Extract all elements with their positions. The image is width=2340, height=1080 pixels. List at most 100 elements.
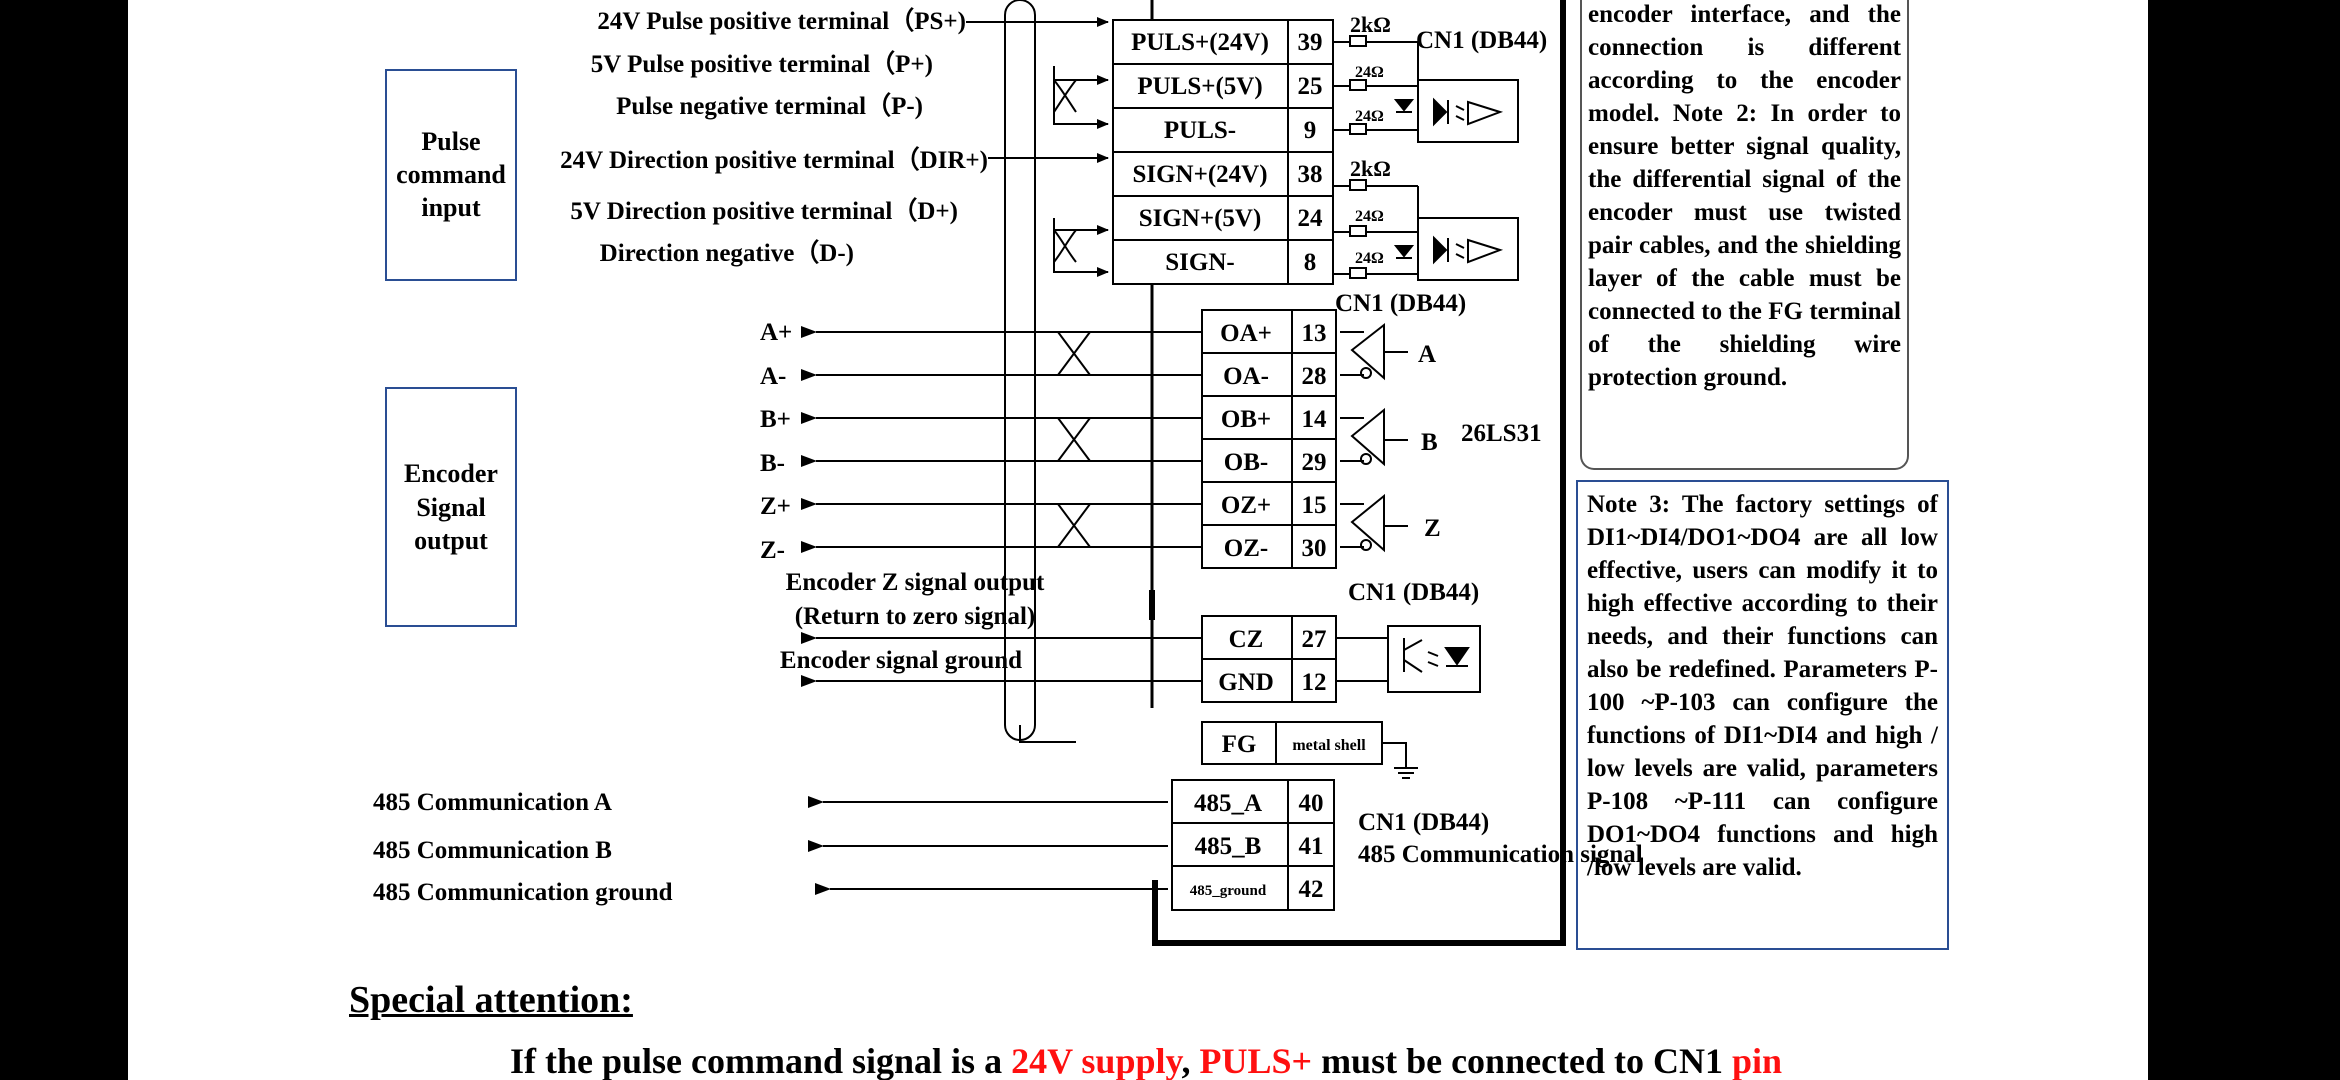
enc-z-plus-label: Z+ (760, 493, 791, 520)
pulse-wires (966, 17, 1109, 277)
pin-13: 13 (1302, 320, 1327, 347)
enc-z-minus-label: Z- (760, 537, 785, 564)
p-minus-label: Pulse negative terminal（P-) (616, 91, 923, 120)
dir-plus-label: 24V Direction positive terminal（DIR+) (560, 145, 988, 174)
attn-text-2: , (1181, 1041, 1200, 1080)
pulse-box-line-3: input (421, 193, 481, 222)
attn-highlight-puls: PULS+ (1199, 1041, 1313, 1080)
pin-name-puls-minus: PULS- (1164, 117, 1236, 144)
resistor-2k-label-2: 2kΩ (1350, 156, 1391, 181)
pin-name-gnd: GND (1218, 669, 1274, 696)
encoder-wires (801, 326, 1202, 553)
note-3-text: Note 3: The factory settings of DI1~DI4/… (1576, 480, 1949, 950)
signal-ground-label: Encoder signal ground (780, 647, 1022, 674)
special-attention-heading: Special attention: (349, 979, 633, 1021)
z-output-label-1: Encoder Z signal output (786, 569, 1045, 596)
encoder-box-line-3: output (414, 526, 488, 555)
pin-14: 14 (1302, 406, 1328, 433)
attn-highlight-pin: pin (1732, 1041, 1783, 1080)
comm-485-wires (808, 796, 1168, 895)
pin-28: 28 (1302, 363, 1327, 390)
ground-icon (1382, 742, 1418, 779)
resistor-24-label-4: 24Ω (1355, 250, 1384, 267)
pin-25: 25 (1298, 73, 1323, 100)
pin-name-sign-5v: SIGN+(5V) (1139, 205, 1262, 232)
comm-485-a-label: 485 Communication A (373, 789, 612, 816)
comm-485-ground-label: 485 Communication ground (373, 879, 673, 906)
z-output-label-2: (Return to zero signal) (795, 603, 1035, 630)
z-optocoupler-symbol (1336, 625, 1481, 693)
pin-27: 27 (1302, 626, 1327, 653)
pin-15: 15 (1302, 492, 1327, 519)
p-plus-label: 5V Pulse positive terminal（P+) (591, 49, 933, 78)
pin-29: 29 (1302, 449, 1327, 476)
d-plus-label: 5V Direction positive terminal（D+) (570, 196, 958, 225)
pin-metal-shell: metal shell (1292, 737, 1366, 754)
pin-42: 42 (1299, 876, 1324, 903)
pin-39: 39 (1298, 29, 1323, 56)
pin-41: 41 (1299, 833, 1324, 860)
pin-name-ob-minus: OB- (1224, 449, 1268, 476)
pin-name-sign-24v: SIGN+(24V) (1132, 161, 1267, 188)
pulse-box-line-2: command (396, 160, 506, 189)
shield-to-fg-wire (1019, 725, 1076, 743)
pin-40: 40 (1299, 790, 1324, 817)
pulse-input-box (385, 69, 517, 281)
pin-8: 8 (1304, 249, 1317, 276)
pin-12: 12 (1302, 669, 1327, 696)
cn1-label-485: CN1 (DB44) (1358, 809, 1489, 836)
pin-name-puls-24v: PULS+(24V) (1131, 29, 1269, 56)
resistor-2k-label-1: 2kΩ (1350, 12, 1391, 37)
pin-30: 30 (1302, 535, 1327, 562)
z-wires (801, 632, 1202, 687)
pulse-pin-table: PULS+(24V) 39 PULS+(5V) 25 PULS- 9 SIGN+… (1112, 19, 1334, 285)
wiring-diagram: Pulse command input 24V Pulse positive t… (373, 0, 1643, 946)
resistor-24-label-1: 24Ω (1355, 64, 1384, 81)
comm-485-pin-table: 485_A 40 485_B 41 485_ground 42 (1171, 779, 1335, 911)
pin-name-puls-5v: PULS+(5V) (1137, 73, 1262, 100)
cn1-485-frame (1152, 0, 1566, 946)
driver-channel-z: Z (1424, 515, 1441, 542)
note-1-2-text: encoder interface, and the connection is… (1580, 0, 1909, 470)
pin-name-oa-plus: OA+ (1220, 320, 1272, 347)
enc-a-minus-label: A- (760, 363, 786, 390)
direction-optocoupler-circuit (1333, 179, 1519, 281)
attn-highlight-24v: 24V supply (1011, 1041, 1182, 1080)
z-pin-table: CZ 27 GND 12 (1201, 615, 1337, 703)
ps-plus-label: 24V Pulse positive terminal（PS+) (597, 6, 966, 35)
comm-485-b-label: 485 Communication B (373, 837, 612, 864)
pin-name-oz-minus: OZ- (1224, 535, 1268, 562)
cn1-label-z: CN1 (DB44) (1348, 579, 1479, 606)
pulse-box-line-1: Pulse (421, 127, 480, 156)
enc-b-plus-label: B+ (760, 406, 791, 433)
attn-text-1: If the pulse command signal is a (510, 1041, 1012, 1080)
line-driver-symbols (1340, 322, 1408, 553)
fg-shield-table: FG metal shell (1201, 721, 1383, 765)
document-page: Pulse command input 24V Pulse positive t… (128, 0, 2148, 1080)
encoder-box-line-1: Encoder (404, 459, 498, 488)
pin-name-485-b: 485_B (1195, 833, 1262, 860)
d-minus-label: Direction negative（D-) (600, 238, 854, 267)
pin-38: 38 (1298, 161, 1323, 188)
encoder-pin-table: OA+ 13 OA- 28 OB+ 14 OB- 29 OZ+ 15 OZ- 3… (1201, 309, 1337, 569)
resistor-24-label-3: 24Ω (1355, 208, 1384, 225)
encoder-box-line-2: Signal (416, 493, 485, 522)
cn1-label-encoder: CN1 (DB44) (1335, 290, 1466, 317)
driver-channel-b: B (1421, 429, 1438, 456)
pin-24: 24 (1298, 205, 1324, 232)
pin-name-cz: CZ (1229, 626, 1264, 653)
enc-a-plus-label: A+ (760, 319, 792, 346)
enc-b-minus-label: B- (760, 450, 785, 477)
pin-name-sign-minus: SIGN- (1165, 249, 1234, 276)
pin-name-oz-plus: OZ+ (1221, 492, 1271, 519)
pin-name-485-ground: 485_ground (1190, 883, 1267, 899)
pin-9: 9 (1304, 117, 1317, 144)
resistor-24-label-2: 24Ω (1355, 108, 1384, 125)
pin-name-oa-minus: OA- (1223, 363, 1269, 390)
driver-chip-label: 26LS31 (1461, 420, 1542, 447)
special-attention-sentence: If the pulse command signal is a 24V sup… (510, 1040, 1782, 1080)
pin-name-485-a: 485_A (1194, 790, 1262, 817)
encoder-output-box (385, 387, 517, 627)
cn1-label-pulse: CN1 (DB44) (1416, 27, 1547, 54)
driver-channel-a: A (1418, 341, 1436, 368)
